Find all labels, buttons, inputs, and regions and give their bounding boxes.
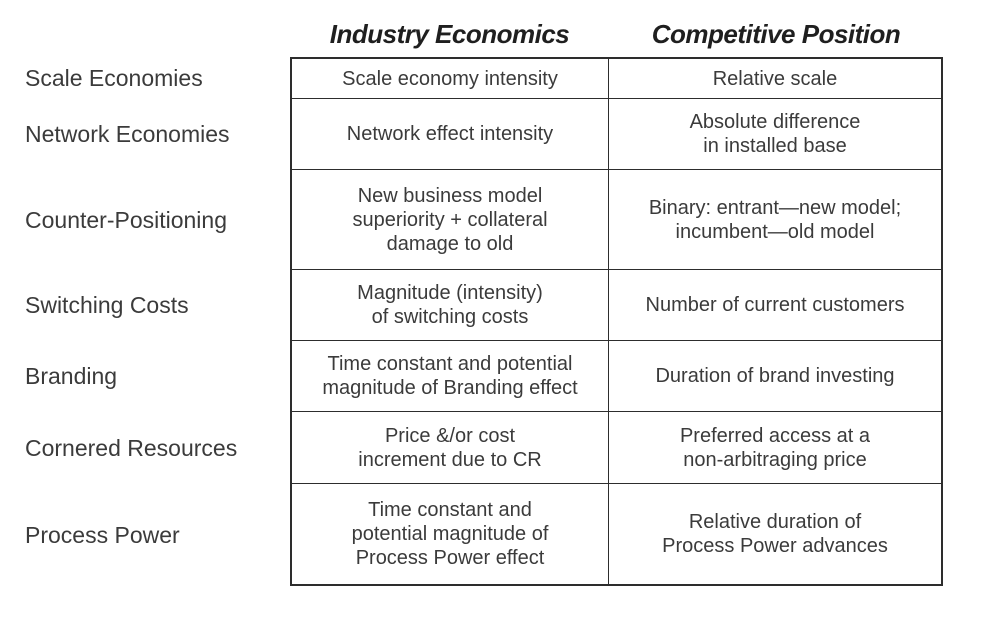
row-label-switching-costs: Switching Costs — [25, 292, 189, 318]
cell-competitive-scale-economies: Relative scale — [609, 59, 941, 99]
row-label-branding: Branding — [25, 363, 118, 389]
cell-industry-branding: Time constant and potential magnitude of… — [292, 341, 609, 412]
cell-industry-scale-economies: Scale economy intensity — [292, 59, 609, 99]
column-header-competitive-position: Competitive Position — [651, 18, 901, 49]
cell-competitive-cornered-resources: Preferred access at a non-arbitraging pr… — [609, 412, 941, 484]
cell-industry-counter-positioning: New business model superiority + collate… — [292, 170, 609, 270]
row-label-cornered-resources: Cornered Resources — [25, 434, 238, 461]
cell-industry-switching-costs: Magnitude (intensity) of switching costs — [292, 270, 609, 341]
cell-industry-process-power: Time constant and potential magnitude of… — [292, 484, 609, 584]
cell-industry-cornered-resources: Price &/or cost increment due to CR — [292, 412, 609, 484]
row-label-counter-positioning: Counter-Positioning — [25, 206, 228, 233]
row-label-scale-economies: Scale Economies — [25, 64, 203, 91]
cell-industry-network-economies: Network effect intensity — [292, 99, 609, 170]
measurement-table: Scale economy intensity Relative scale N… — [290, 57, 943, 586]
column-header-industry-economics: Industry Economics — [329, 18, 570, 49]
row-label-network-economies: Network Economies — [25, 121, 230, 147]
cell-competitive-branding: Duration of brand investing — [609, 341, 941, 412]
cell-competitive-network-economies: Absolute difference in installed base — [609, 99, 941, 170]
cell-competitive-counter-positioning: Binary: entrant—new model; incumbent—old… — [609, 170, 941, 270]
row-label-process-power: Process Power — [25, 521, 180, 548]
cell-competitive-switching-costs: Number of current customers — [609, 270, 941, 341]
cell-competitive-process-power: Relative duration of Process Power advan… — [662, 511, 888, 557]
